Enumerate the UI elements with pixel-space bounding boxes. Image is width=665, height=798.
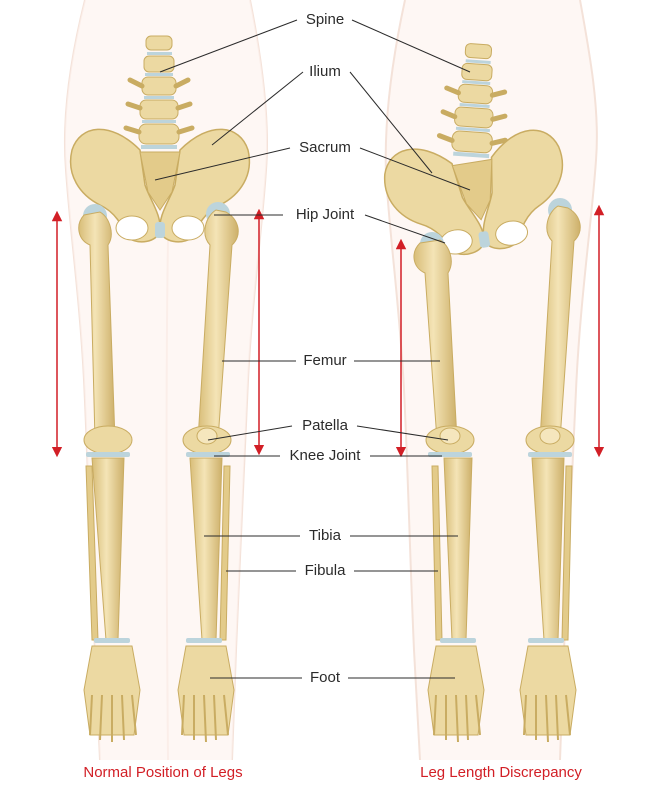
leader-sacrum-left: [154, 147, 291, 181]
label-sacrum: Sacrum: [296, 139, 354, 157]
label-spine: Spine: [302, 11, 348, 29]
leader-patella-right: [356, 425, 449, 441]
spine-right: [436, 43, 508, 159]
leader-lines: [154, 19, 471, 679]
label-tibia: Tibia: [306, 527, 344, 545]
discrepancy-legs-figure: [384, 0, 605, 761]
label-hip-joint: Hip Joint: [292, 206, 358, 224]
label-knee-joint: Knee Joint: [286, 447, 364, 465]
leg-right-short: [413, 232, 485, 743]
leader-spine-right: [351, 19, 471, 73]
leader-patella-left: [207, 425, 293, 441]
caption-leg-length-discrepancy: Leg Length Discrepancy: [420, 764, 582, 781]
spine-left: [123, 35, 195, 149]
label-fibula: Fibula: [301, 562, 349, 580]
leg-right-long: [519, 198, 581, 743]
leader-ilium-right: [349, 71, 433, 174]
leg-left-b: [177, 202, 239, 743]
label-patella: Patella: [299, 417, 351, 435]
leader-spine-left: [159, 19, 298, 73]
normal-legs-figure: [51, 0, 269, 761]
caption-normal-position: Normal Position of Legs: [83, 764, 243, 781]
pelvis-right: [384, 129, 564, 256]
label-ilium: Ilium: [306, 63, 344, 81]
leg-left-a: [78, 204, 141, 742]
label-femur: Femur: [300, 352, 350, 370]
pelvis-left: [69, 128, 251, 243]
leader-hip-right: [364, 214, 446, 244]
leader-ilium-left: [211, 71, 304, 146]
leader-sacrum-right: [359, 147, 471, 191]
label-foot: Foot: [306, 669, 344, 687]
